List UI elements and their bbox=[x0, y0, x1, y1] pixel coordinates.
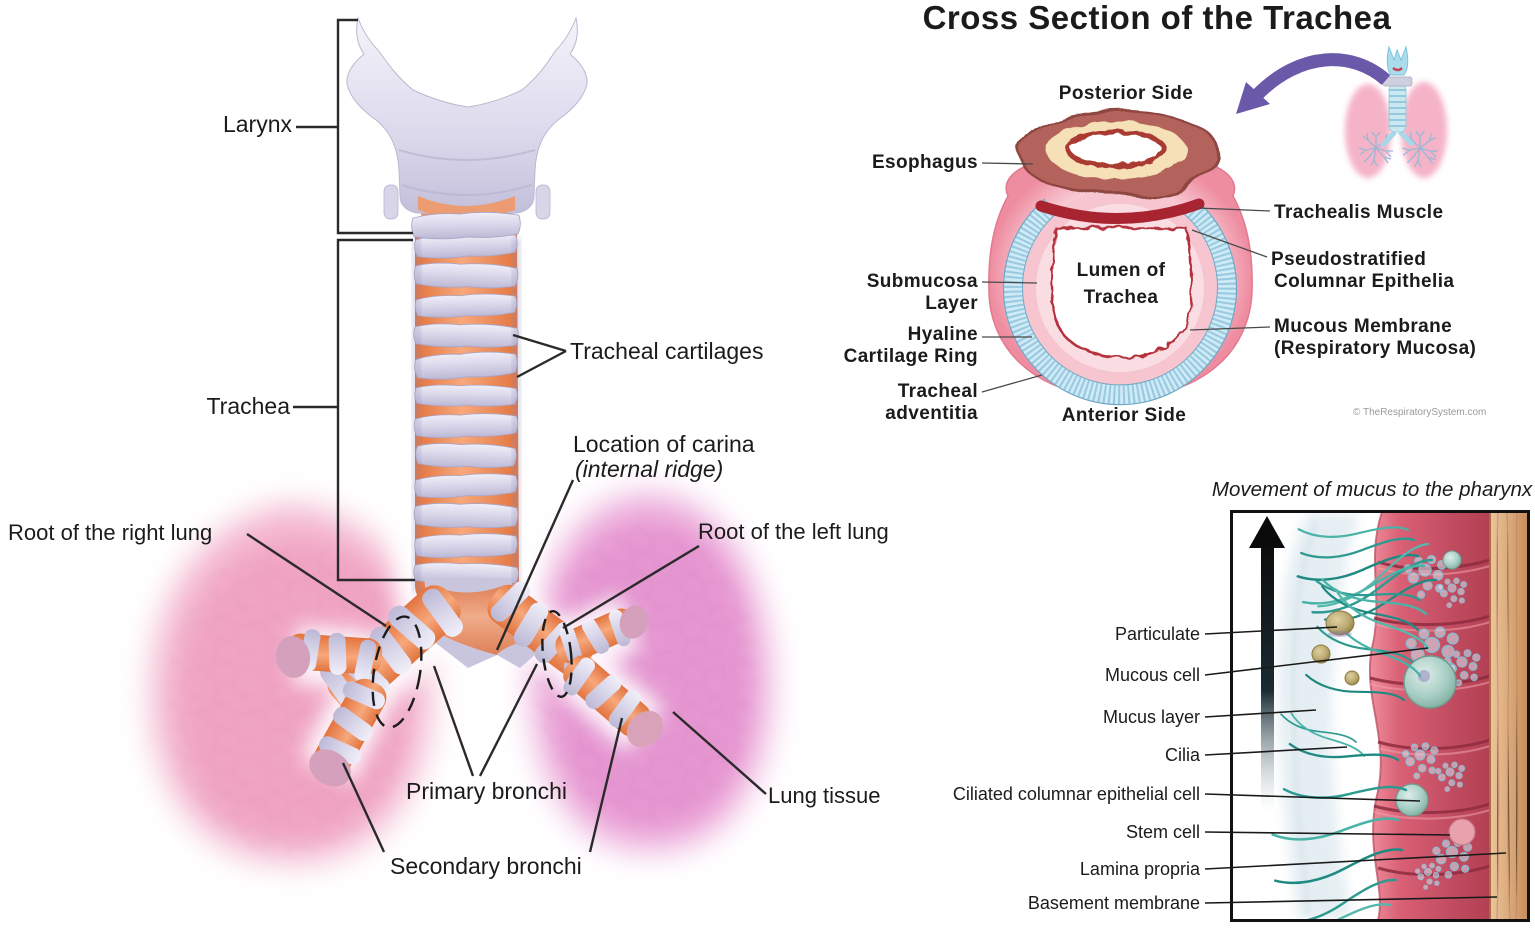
upward-arrow-icon bbox=[1249, 516, 1285, 812]
root-right-dashed-ellipse bbox=[371, 615, 423, 729]
label-stem-cell: Stem cell bbox=[1126, 822, 1200, 842]
label-trachealis-muscle: Trachealis Muscle bbox=[1274, 202, 1443, 223]
mucus-panel-lines bbox=[1204, 626, 1507, 904]
label-mucous-membrane-2: (Respiratory Mucosa) bbox=[1274, 338, 1476, 359]
label-submucosa-2: Layer bbox=[925, 293, 978, 314]
label-mucus-layer: Mucus layer bbox=[1103, 707, 1200, 727]
esophagus-illustration bbox=[1016, 106, 1220, 198]
mucus-panel-title: Movement of mucus to the pharynx bbox=[1212, 478, 1533, 501]
label-anterior-side: Anterior Side bbox=[1062, 405, 1187, 426]
trachea-anterior-view: Larynx Trachea Tracheal cartilages Locat… bbox=[8, 16, 889, 879]
label-ciliated-cell: Ciliated columnar epithelial cell bbox=[953, 784, 1200, 804]
label-trachea: Trachea bbox=[206, 393, 290, 419]
label-mucous-membrane-1: Mucous Membrane bbox=[1274, 316, 1452, 337]
cross-section-title: Cross Section of the Trachea bbox=[923, 0, 1392, 36]
label-secondary-bronchi: Secondary bronchi bbox=[390, 853, 582, 879]
label-lumen-2: Trachea bbox=[1084, 287, 1159, 308]
copyright-credit: © TheRespiratorySystem.com bbox=[1353, 407, 1486, 418]
label-esophagus: Esophagus bbox=[872, 152, 978, 173]
label-particulate: Particulate bbox=[1115, 624, 1200, 644]
mucus-panel-art bbox=[1233, 513, 1527, 919]
purple-arrow-icon bbox=[1253, 53, 1391, 99]
label-primary-bronchi: Primary bronchi bbox=[406, 778, 567, 804]
label-posterior-side: Posterior Side bbox=[1059, 83, 1193, 104]
left-panel-lines bbox=[246, 18, 767, 853]
label-adventitia-2: adventitia bbox=[885, 403, 978, 424]
label-pseudostratified-2: Columnar Epithelia bbox=[1274, 271, 1454, 292]
label-pseudostratified-1: Pseudostratified bbox=[1271, 249, 1426, 270]
trachea-tube bbox=[412, 231, 521, 604]
label-cilia: Cilia bbox=[1165, 745, 1201, 765]
particulate-spheres bbox=[1311, 610, 1360, 686]
cross-section-lines bbox=[981, 162, 1271, 393]
label-hyaline-1: Hyaline bbox=[908, 324, 978, 345]
label-submucosa-1: Submucosa bbox=[867, 271, 978, 292]
label-basement-membrane: Basement membrane bbox=[1028, 893, 1200, 913]
label-mucous-cell: Mucous cell bbox=[1105, 665, 1200, 685]
label-root-right-lung: Root of the right lung bbox=[8, 520, 212, 545]
mucus-movement-panel: Movement of mucus to the pharynx bbox=[953, 478, 1533, 922]
label-adventitia-1: Tracheal bbox=[898, 381, 978, 402]
label-root-left-lung: Root of the left lung bbox=[698, 519, 889, 544]
label-lung-tissue: Lung tissue bbox=[768, 783, 881, 808]
label-carina-line2: (internal ridge) bbox=[575, 456, 723, 482]
cross-section-ring bbox=[988, 106, 1253, 406]
label-hyaline-2: Cartilage Ring bbox=[844, 346, 978, 367]
label-lumen-1: Lumen of bbox=[1077, 260, 1166, 281]
left-lung-illustration bbox=[531, 494, 771, 851]
label-tracheal-cartilages: Tracheal cartilages bbox=[570, 338, 763, 364]
label-carina-line1: Location of carina bbox=[573, 431, 755, 457]
label-lamina-propria: Lamina propria bbox=[1080, 859, 1201, 879]
cross-section-panel: Cross Section of the Trachea bbox=[844, 0, 1487, 426]
larynx-illustration bbox=[346, 16, 588, 240]
trachea-location-inset bbox=[1236, 45, 1447, 178]
root-left-dashed-ellipse bbox=[541, 610, 573, 698]
label-larynx: Larynx bbox=[223, 111, 293, 137]
